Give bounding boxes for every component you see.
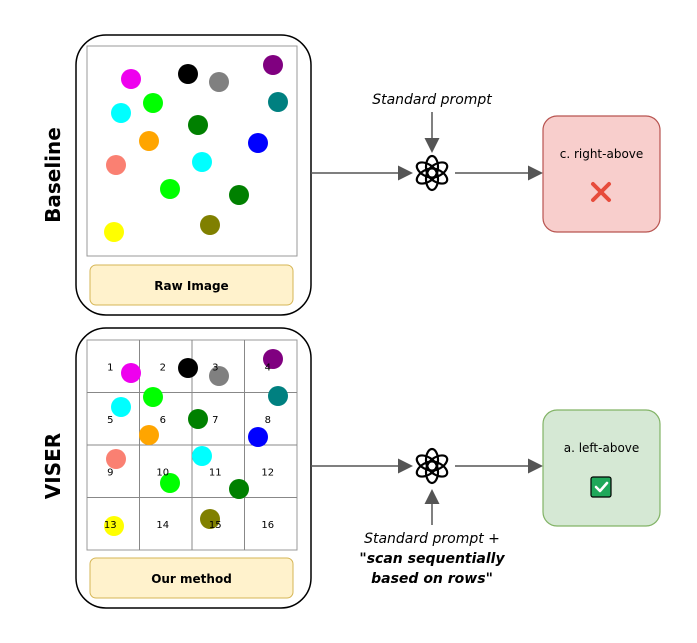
viser-dot-green-2 xyxy=(229,479,249,499)
viser-prompt-line3: based on rows" xyxy=(371,571,493,587)
baseline-caption: Raw Image xyxy=(154,279,228,293)
baseline-prompt: Standard prompt xyxy=(372,92,492,108)
baseline-dot-purple xyxy=(263,55,283,75)
viser-caption-box xyxy=(89,557,294,599)
grid-number-4: 4 xyxy=(265,362,271,373)
viser-result-text: a. left-above xyxy=(564,441,640,455)
viser-prompt-line2: "scan sequentially xyxy=(359,551,505,567)
grid-number-2: 2 xyxy=(160,362,166,373)
viser-caption: Our method xyxy=(151,572,232,586)
baseline-dot-teal xyxy=(268,92,288,112)
grid-number-12: 12 xyxy=(261,467,274,478)
baseline-dot-orange xyxy=(139,131,159,151)
viser-dots xyxy=(104,349,288,536)
viser-dot-lime xyxy=(143,387,163,407)
grid-number-8: 8 xyxy=(265,415,271,426)
baseline-row-label: Baseline xyxy=(41,127,65,223)
viser-dot-black xyxy=(178,358,198,378)
baseline-result-box xyxy=(542,115,661,233)
viser-prompt-line1: Standard prompt + xyxy=(364,531,500,547)
grid-number-9: 9 xyxy=(107,467,113,478)
viser-dot-olive xyxy=(200,509,220,529)
baseline-row: Baseline Raw Image Standard prompt c. ri… xyxy=(41,34,661,316)
grid-number-11: 11 xyxy=(209,467,222,478)
cross-icon xyxy=(591,182,611,202)
baseline-dot-green xyxy=(188,115,208,135)
baseline-dot-olive xyxy=(200,215,220,235)
check-icon xyxy=(590,476,612,498)
viser-dot-gray xyxy=(209,366,229,386)
viser-dot-magenta xyxy=(121,363,141,383)
viser-dot-orange xyxy=(139,425,159,445)
baseline-dot-green-2 xyxy=(229,185,249,205)
baseline-dot-cyan xyxy=(111,103,131,123)
viser-row-label: VISER xyxy=(41,433,65,499)
viser-dot-salmon xyxy=(106,449,126,469)
grid-number-5: 5 xyxy=(107,415,113,426)
baseline-dot-lime xyxy=(143,93,163,113)
grid-number-15: 15 xyxy=(209,520,222,531)
grid-number-16: 16 xyxy=(261,520,274,531)
grid-number-7: 7 xyxy=(212,415,218,426)
grid-number-3: 3 xyxy=(212,362,218,373)
grid-number-6: 6 xyxy=(160,415,166,426)
baseline-dot-magenta xyxy=(121,69,141,89)
baseline-dot-yellow xyxy=(104,222,124,242)
baseline-dot-blue xyxy=(248,133,268,153)
grid-number-13: 13 xyxy=(104,520,117,531)
viser-model-icon xyxy=(415,447,449,485)
grid-number-1: 1 xyxy=(107,362,113,373)
grid-number-10: 10 xyxy=(156,467,169,478)
viser-dot-cyan xyxy=(111,397,131,417)
viser-dot-blue xyxy=(248,427,268,447)
baseline-model-icon xyxy=(415,154,449,192)
baseline-dot-lime-2 xyxy=(160,179,180,199)
viser-dot-cyan-2 xyxy=(192,446,212,466)
viser-dot-green xyxy=(188,409,208,429)
baseline-result-text: c. right-above xyxy=(560,147,644,161)
viser-dot-yellow xyxy=(104,516,124,536)
viser-dot-teal xyxy=(268,386,288,406)
baseline-dot-gray xyxy=(209,72,229,92)
viser-result-box xyxy=(542,409,661,527)
viser-dot-lime-2 xyxy=(160,473,180,493)
baseline-dot-cyan-2 xyxy=(192,152,212,172)
baseline-dot-salmon xyxy=(106,155,126,175)
baseline-caption-box xyxy=(89,264,294,306)
viser-dot-purple xyxy=(263,349,283,369)
baseline-dots xyxy=(104,55,288,242)
baseline-dot-black xyxy=(178,64,198,84)
grid-number-14: 14 xyxy=(156,520,169,531)
